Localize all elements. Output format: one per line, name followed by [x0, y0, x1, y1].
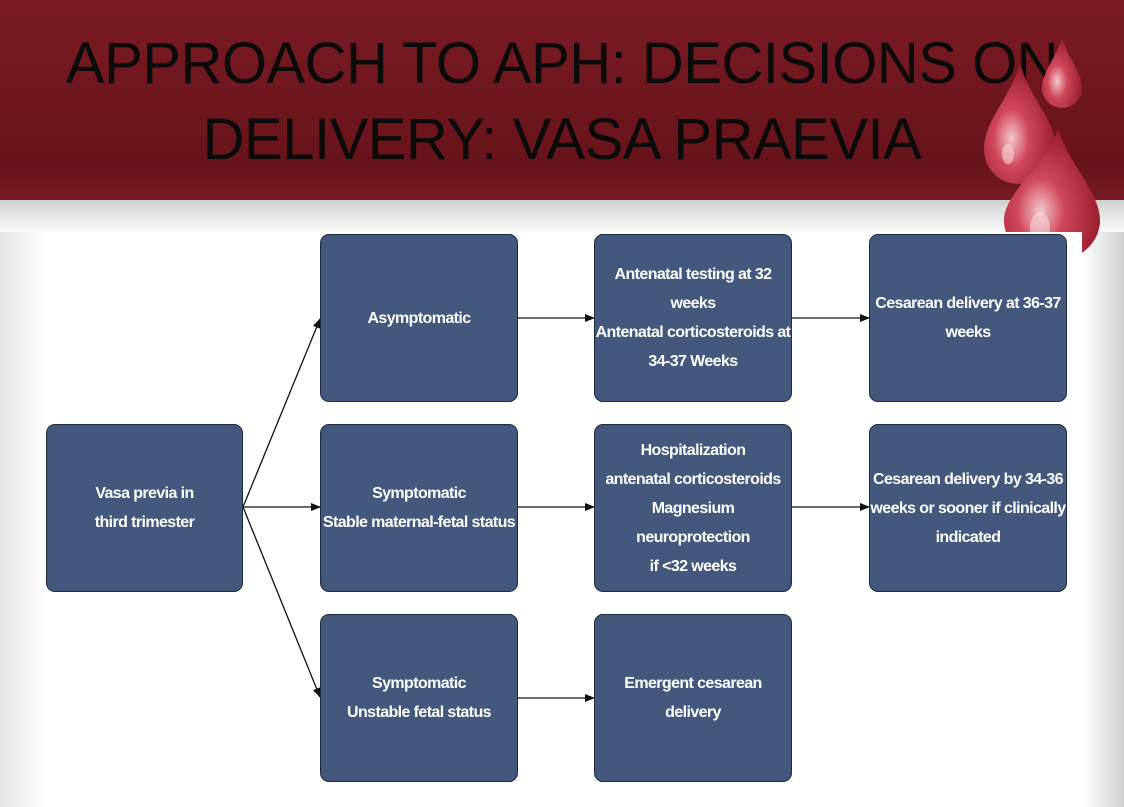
- right-margin-shade: [1082, 232, 1124, 807]
- node-label: Antenatal testing at 32 weeks Antenatal …: [595, 266, 791, 370]
- node-asymptomatic-management: Antenatal testing at 32 weeks Antenatal …: [594, 234, 792, 402]
- node-symptomatic-stable: Symptomatic Stable maternal-fetal status: [320, 424, 518, 592]
- node-label: Cesarean delivery at 36-37 weeks: [875, 295, 1061, 341]
- blood-drop-icons: [984, 38, 1100, 262]
- node-label: Cesarean delivery by 34-36 weeks or soon…: [870, 470, 1066, 546]
- node-label: Symptomatic Stable maternal-fetal status: [322, 485, 516, 531]
- blood-drop-icon: [1042, 38, 1082, 108]
- node-stable-delivery: Cesarean delivery by 34-36 weeks or soon…: [869, 424, 1067, 592]
- arrow-start-to-unstable: [242, 506, 321, 698]
- node-label: Symptomatic Unstable fetal status: [347, 675, 491, 721]
- left-margin-shade: [0, 232, 46, 807]
- slide-title: APPROACH TO APH: DECISIONS ON DELIVERY: …: [65, 31, 1059, 172]
- node-label: Asymptomatic: [367, 309, 471, 327]
- node-label: Emergent cesarean delivery: [624, 675, 762, 721]
- node-symptomatic-unstable: Symptomatic Unstable fetal status: [320, 614, 518, 782]
- arrow-start-to-asymptomatic: [242, 318, 321, 508]
- node-stable-management: Hospitalization antenatal corticosteroid…: [594, 424, 792, 592]
- title-banner-sheen: [0, 160, 1124, 206]
- node-vasa-previa: Vasa previa in third trimester: [46, 424, 243, 592]
- node-unstable-management: Emergent cesarean delivery: [594, 614, 792, 782]
- blood-drop-icon: [1004, 128, 1100, 262]
- node-label: Vasa previa in third trimester: [94, 485, 195, 531]
- node-asymptomatic: Asymptomatic: [320, 234, 518, 402]
- node-asymptomatic-delivery: Cesarean delivery at 36-37 weeks: [869, 234, 1067, 402]
- node-label: Hospitalization antenatal corticosteroid…: [605, 441, 781, 575]
